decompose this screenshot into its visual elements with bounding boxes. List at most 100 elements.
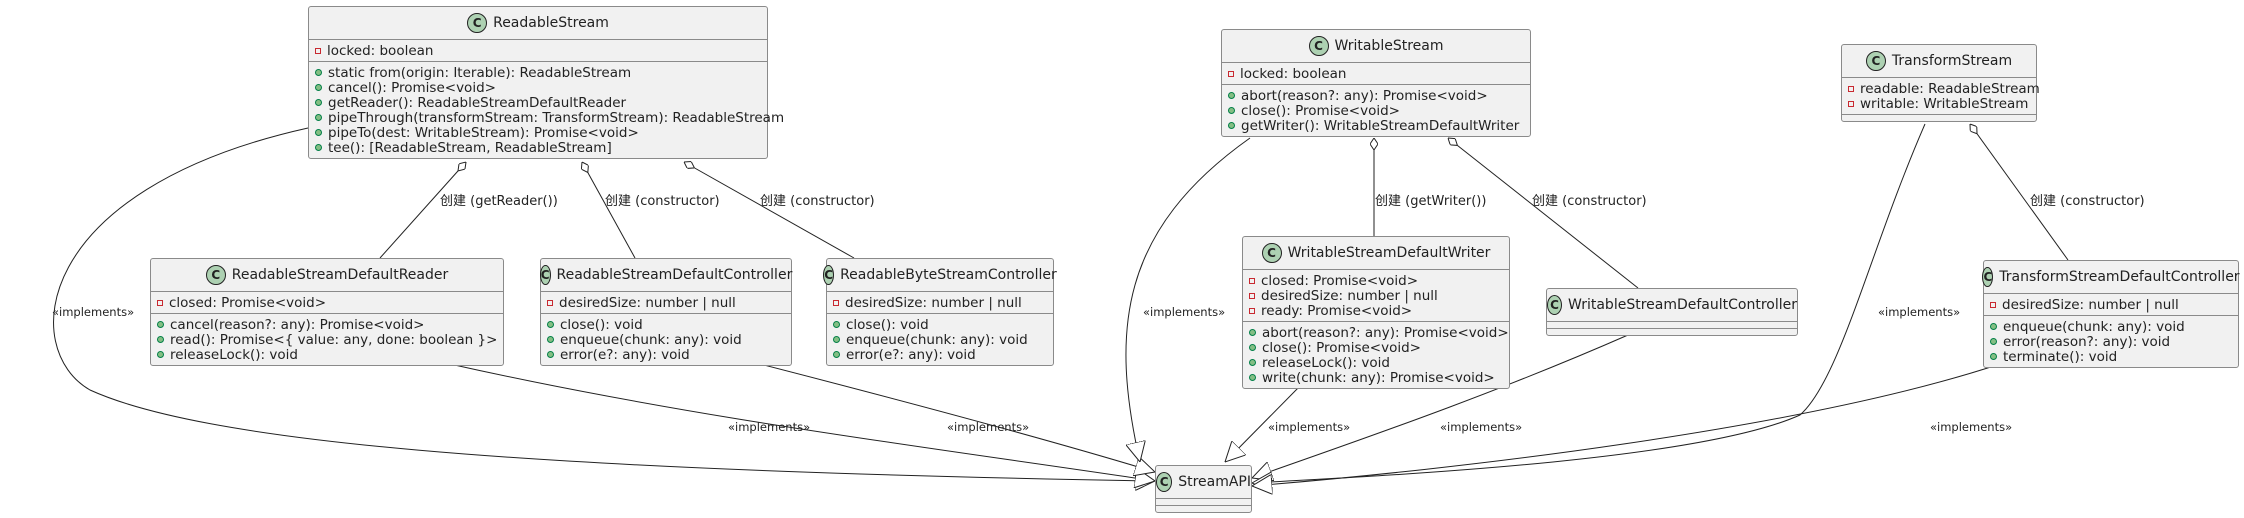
method-text: getReader(): ReadableStreamDefaultReader <box>328 94 627 111</box>
method-text: releaseLock(): void <box>170 346 298 363</box>
method-text: abort(reason?: any): Promise<void> <box>1241 87 1488 104</box>
class-icon: C <box>1261 243 1282 263</box>
method-text: enqueue(chunk: any): void <box>2003 318 2185 335</box>
public-icon <box>1228 92 1235 99</box>
public-icon <box>547 336 554 343</box>
public-icon <box>315 129 322 136</box>
class-name: ReadableStreamDefaultReader <box>231 267 449 283</box>
method-text: close(): void <box>560 316 643 333</box>
method-row: close(): Promise<void> <box>1249 340 1509 356</box>
private-icon <box>1228 70 1234 77</box>
public-icon <box>833 336 840 343</box>
label-impl-transform: «implements» <box>1878 305 1961 319</box>
method-text: error(e?: any): void <box>846 346 976 363</box>
public-icon <box>315 144 322 151</box>
method-row: pipeTo(dest: WritableStream): Promise<vo… <box>315 124 767 141</box>
field-text: desiredSize: number | null <box>2002 296 2179 313</box>
private-icon <box>547 299 553 306</box>
methods-section: static from(origin: Iterable): ReadableS… <box>309 62 784 158</box>
public-icon <box>1990 338 1997 345</box>
method-text: cancel(): Promise<void> <box>328 79 496 96</box>
method-row: read(): Promise<{ value: any, done: bool… <box>157 332 503 348</box>
edge-readable-ctor <box>582 162 636 259</box>
method-row: tee(): [ReadableStream, ReadableStream] <box>315 140 767 156</box>
method-text: getWriter(): WritableStreamDefaultWriter <box>1241 117 1520 134</box>
method-row: cancel(reason?: any): Promise<void> <box>157 316 503 333</box>
method-row: releaseLock(): void <box>157 346 503 363</box>
method-text: releaseLock(): void <box>1262 354 1390 371</box>
field-text: closed: Promise<void> <box>1261 272 1419 289</box>
method-row: enqueue(chunk: any): void <box>547 332 791 348</box>
field-row: locked: boolean <box>315 43 767 59</box>
field-text: desiredSize: number | null <box>1261 287 1438 304</box>
public-icon <box>1249 374 1256 381</box>
public-icon <box>315 84 322 91</box>
field-row: locked: boolean <box>1228 65 1530 82</box>
method-row: releaseLock(): void <box>1249 354 1509 371</box>
field-text: readable: ReadableStream <box>1860 80 2040 97</box>
class-icon: C <box>823 265 835 285</box>
label-impl-writable: «implements» <box>1143 305 1226 319</box>
method-text: pipeTo(dest: WritableStream): Promise<vo… <box>328 124 639 141</box>
field-text: writable: WritableStream <box>1860 95 2029 112</box>
field-text: ready: Promise<void> <box>1261 302 1413 319</box>
fields-section <box>1547 322 1797 329</box>
methods-section: abort(reason?: any): Promise<void>close(… <box>1222 85 1530 136</box>
field-row: ready: Promise<void> <box>1249 302 1509 319</box>
public-icon <box>157 336 164 343</box>
class-readable-byte-stream-controller[interactable]: C ReadableByteStreamController desiredSize… <box>823 258 1057 366</box>
fields-section: desiredSize: number | null <box>1984 294 2238 316</box>
label-impl-reader: «implements» <box>728 420 811 434</box>
method-row: error(e?: any): void <box>833 346 1053 363</box>
method-row: abort(reason?: any): Promise<void> <box>1249 325 1509 341</box>
private-icon <box>1990 301 1996 308</box>
methods-section: cancel(reason?: any): Promise<void>read(… <box>151 314 503 365</box>
label-impl-readable-ctrl: «implements» <box>947 420 1030 434</box>
private-icon <box>1249 307 1255 314</box>
method-text: close(): Promise<void> <box>1241 102 1400 119</box>
public-icon <box>1249 359 1256 366</box>
fields-section: desiredSize: number | null <box>827 292 1053 314</box>
field-row: readable: ReadableStream <box>1848 81 2040 97</box>
method-text: error(reason?: any): void <box>2003 333 2171 350</box>
field-text: desiredSize: number | null <box>845 294 1022 311</box>
private-icon <box>157 299 163 306</box>
methods-section <box>1156 506 1251 512</box>
class-writable-stream-default-writer[interactable]: C WritableStreamDefaultWriter closed: Prom… <box>1242 236 1510 389</box>
public-icon <box>1990 353 1997 360</box>
class-name: WritableStreamDefaultWriter <box>1287 245 1491 261</box>
method-row: error(reason?: any): void <box>1990 333 2238 350</box>
public-icon <box>157 321 164 328</box>
public-icon <box>315 99 322 106</box>
label-byte-ctor: 创建 (constructor) <box>760 194 875 209</box>
method-row: cancel(): Promise<void> <box>315 79 767 96</box>
label-transform-ctor: 创建 (constructor) <box>2030 194 2145 209</box>
field-row: desiredSize: number | null <box>1249 287 1509 304</box>
class-name: ReadableByteStreamController <box>840 267 1057 283</box>
label-impl-readable: «implements» <box>52 305 135 319</box>
fields-section <box>1156 499 1251 506</box>
field-text: locked: boolean <box>1240 65 1347 82</box>
private-icon <box>1848 100 1854 107</box>
class-name: WritableStream <box>1334 38 1444 54</box>
method-text: close(): void <box>846 316 929 333</box>
edge-impl-reader <box>449 363 1155 481</box>
method-text: cancel(reason?: any): Promise<void> <box>170 316 425 333</box>
method-row: pipeThrough(transformStream: TransformSt… <box>315 110 784 126</box>
label-writable-ctor: 创建 (constructor) <box>1532 194 1647 209</box>
edge-impl-readable-ctrl <box>759 363 1155 472</box>
